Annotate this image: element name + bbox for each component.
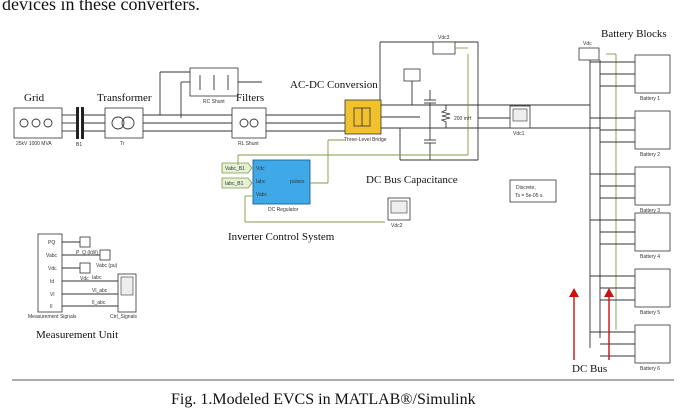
meas-vabc-port: Vabc <box>46 253 58 259</box>
label-measurement-unit: Measurement Unit <box>36 329 118 341</box>
vdc-display[interactable] <box>79 262 91 274</box>
dc-regulator-label: DC Regulator <box>268 207 299 213</box>
meas-il-port: Il <box>50 304 53 310</box>
goto-tag-iabc-b1[interactable] <box>221 177 253 189</box>
vdc2-scope[interactable] <box>387 197 411 221</box>
meas-id-port: Id <box>50 279 54 285</box>
powergui-discrete-block[interactable]: Discrete, Ts = 5e-05 s. <box>509 179 557 203</box>
vdc1-label: Vdc1 <box>513 131 525 137</box>
vlabc-label: Vl_abc <box>92 288 108 294</box>
battery-6-label: Battery 6 <box>640 366 660 372</box>
rc-shunt-block[interactable] <box>189 67 239 97</box>
label-battery-blocks: Battery Blocks <box>601 28 667 40</box>
rl-shunt-label: RL Shunt <box>238 141 259 147</box>
ilabc-label: Il_abc <box>92 300 106 306</box>
rl-shunt-filter-block[interactable] <box>231 107 267 139</box>
battery-2[interactable] <box>634 110 671 150</box>
dc-regulator-block[interactable]: Vdc Iabc Vabc pulses <box>252 159 311 205</box>
ctrl-signals-scope[interactable] <box>117 273 137 313</box>
vabc-display[interactable] <box>99 249 111 261</box>
battery-1-label: Battery 1 <box>640 96 660 102</box>
vdc-meas-label: Vdc <box>80 276 89 282</box>
battery-3[interactable] <box>634 166 671 206</box>
label-acdc: AC-DC Conversion <box>290 79 378 91</box>
control-signal-wires <box>237 47 469 223</box>
idc-meter-block[interactable] <box>403 68 421 82</box>
goto-tag-vabc-b1[interactable] <box>221 162 253 174</box>
pq-display[interactable] <box>79 236 91 248</box>
dc-reg-pulses-port: pulses <box>290 179 305 185</box>
ctrl-signals-label: Ctrl_Signals <box>110 314 137 320</box>
vdc2-label: Vdc2 <box>391 223 403 229</box>
battery-vdc-meter[interactable] <box>578 47 600 61</box>
pq-kw-label: P_Q (kW) <box>76 250 98 256</box>
meas-output-wires <box>62 241 118 307</box>
three-level-bridge-label: Three-Level Bridge <box>344 137 387 143</box>
iabc-meas-label: Iabc <box>92 275 102 281</box>
battery-6[interactable] <box>634 324 671 364</box>
vdc3-label: Vdc3 <box>438 35 450 41</box>
grid-source-label: 25kV 1000 MVA <box>16 141 52 147</box>
meas-pq-port: PQ <box>48 240 55 246</box>
battery-5-label: Battery 5 <box>640 310 660 316</box>
battery-5[interactable] <box>634 268 671 308</box>
b1-bus-block[interactable] <box>76 107 84 139</box>
grid-source-block[interactable] <box>13 107 63 139</box>
label-inverter-control: Inverter Control System <box>228 231 335 243</box>
meas-vdc-port: Vdc <box>48 266 57 272</box>
dc-reg-iabc-port: Iabc <box>256 179 266 185</box>
tr-label: Tr <box>120 141 125 147</box>
b1-label: B1 <box>76 142 82 148</box>
battery-4-label: Battery 4 <box>640 254 660 260</box>
dc-bus-wires <box>379 41 600 161</box>
header-text: devices in these converters. <box>2 0 200 14</box>
battery-3-label: Battery 3 <box>640 208 660 214</box>
battery-1[interactable] <box>634 54 671 94</box>
resistor-value-label: 200 mH <box>454 116 472 122</box>
vabc-pu-label: Vabc (pu) <box>96 263 118 269</box>
vdc3-meter-block[interactable] <box>432 41 456 55</box>
dc-bus-arrows <box>569 288 614 360</box>
measurement-block[interactable]: PQ Vabc Vdc Id Vl Il <box>37 233 63 313</box>
dc-reg-vdc-port: Vdc <box>256 166 265 172</box>
ts-label: Ts = 5e-05 s. <box>515 193 544 199</box>
vdc-scope[interactable] <box>509 105 531 129</box>
dc-reg-vabc-port: Vabc <box>256 192 268 198</box>
three-level-bridge-block[interactable] <box>344 99 382 135</box>
battery-2-label: Battery 2 <box>640 152 660 158</box>
label-dc-bus: DC Bus <box>572 363 607 375</box>
battery-4[interactable] <box>634 212 671 252</box>
rc-shunt-label: RC Shunt <box>203 99 225 105</box>
meas-signals-label: Measurement Signals <box>28 314 77 320</box>
vabc-b1-tag: Vabc_B1 <box>225 166 245 172</box>
dc-bus-riser-wires <box>589 53 635 357</box>
iabc-b1-tag: Iabc_B1 <box>225 181 244 187</box>
battery-vdc-meter-label: Vdc <box>583 41 592 47</box>
label-filters: Filters <box>236 92 264 104</box>
label-transformer: Transformer <box>97 92 152 104</box>
discrete-label: Discrete, <box>516 185 536 191</box>
label-dc-bus-capacitance: DC Bus Capacitance <box>366 174 458 186</box>
ac-three-phase-wires <box>62 71 345 132</box>
figure-caption: Fig. 1.Modeled EVCS in MATLAB®/Simulink <box>171 391 476 408</box>
dc-bus-capacitors[interactable] <box>424 90 451 160</box>
transformer-block[interactable] <box>104 107 144 139</box>
label-grid: Grid <box>24 92 45 104</box>
meas-vl-port: Vl <box>50 292 54 298</box>
